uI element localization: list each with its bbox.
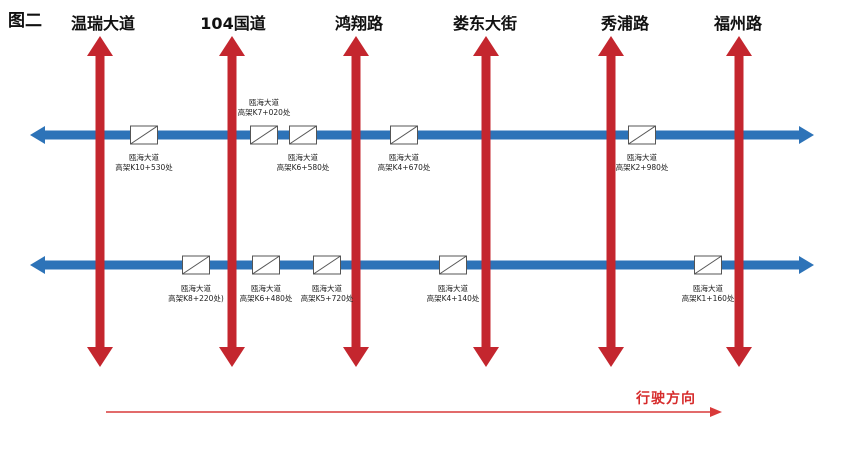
line1-point-label-2: 瓯海大道高架K7+020处 (238, 98, 291, 118)
road-arrow-104 (227, 52, 237, 352)
line1-point-label-5: 瓯海大道高架K2+980处 (616, 153, 669, 173)
line1-point-box-1-diagonal (130, 125, 158, 145)
point-label-line2: 高架K10+530处 (115, 163, 173, 172)
point-label-line1: 瓯海大道 (311, 284, 342, 293)
point-label-line2: 高架K6+580处 (276, 163, 330, 172)
line2-point-box-4-diagonal (439, 255, 467, 275)
viaduct-line-2-left-arrowhead-icon (30, 256, 45, 274)
road-arrow-fuzhou (734, 52, 744, 352)
direction-label: 行驶方向 (636, 391, 696, 407)
point-label-line1: 瓯海大道 (129, 153, 159, 162)
road-arrow-hongxiang-down-icon (343, 347, 369, 367)
point-label-line2: 高架K2+980处 (615, 163, 669, 172)
line2-point-box-1-diagonal (182, 255, 210, 275)
road-arrow-fuzhou-down-icon (726, 347, 752, 367)
line2-point-box-5-diagonal (694, 255, 722, 275)
point-label-line1: 瓯海大道 (692, 284, 723, 293)
point-label-line2: 高架K7+020处 (237, 108, 291, 117)
line2-point-box-3-diagonal (313, 255, 341, 275)
road-name-wenrui: 温瑞大道 (70, 14, 136, 33)
viaduct-line-2-right-arrowhead-icon (799, 256, 814, 274)
point-label-line1: 瓯海大道 (181, 284, 211, 293)
line2-point-label-2: 瓯海大道高架K6+480处 (240, 284, 293, 304)
point-label-line1: 瓯海大道 (248, 98, 279, 107)
viaduct-line-1 (42, 130, 802, 140)
point-label-line1: 瓯海大道 (626, 153, 657, 162)
viaduct-line-1-right-arrowhead-icon (799, 126, 814, 144)
point-label-line2: 高架K1+160处 (681, 294, 735, 303)
viaduct-line-2 (42, 260, 802, 270)
line2-point-label-1: 瓯海大道高架K8+220处) (168, 284, 224, 304)
road-name-xiupu: 秀浦路 (600, 14, 650, 33)
figure-label: 图二 (8, 11, 42, 31)
road-arrow-loudong (481, 52, 491, 352)
road-arrow-104-up-icon (219, 36, 245, 56)
road-arrow-xiupu-down-icon (598, 347, 624, 367)
road-name-hongxiang: 鸿翔路 (334, 14, 384, 33)
point-label-line1: 瓯海大道 (287, 153, 318, 162)
road-arrow-wenrui-down-icon (87, 347, 113, 367)
road-arrow-hongxiang-up-icon (343, 36, 369, 56)
point-label-line2: 高架K4+140处 (426, 294, 480, 303)
point-label-line1: 瓯海大道 (388, 153, 419, 162)
road-name-fuzhou: 福州路 (713, 14, 763, 33)
line1-point-box-5-diagonal (628, 125, 656, 145)
road-name-104: 104国道 (200, 14, 266, 33)
line1-point-box-2-diagonal (250, 125, 278, 145)
road-arrow-xiupu-up-icon (598, 36, 624, 56)
road-arrow-xiupu (606, 52, 616, 352)
road-arrow-wenrui-up-icon (87, 36, 113, 56)
point-label-line2: 高架K8+220处) (168, 294, 224, 303)
point-label-line2: 高架K6+480处 (239, 294, 293, 303)
road-arrow-wenrui (95, 52, 105, 352)
road-arrow-104-down-icon (219, 347, 245, 367)
line1-point-label-1: 瓯海大道高架K10+530处 (115, 153, 173, 173)
road-arrow-fuzhou-up-icon (726, 36, 752, 56)
line1-point-box-3-diagonal (289, 125, 317, 145)
point-label-line1: 瓯海大道 (437, 284, 468, 293)
point-label-line2: 高架K5+720处 (300, 294, 354, 303)
line1-point-box-4-diagonal (390, 125, 418, 145)
line1-point-label-4: 瓯海大道高架K4+670处 (378, 153, 431, 173)
road-arrow-loudong-down-icon (473, 347, 499, 367)
line2-point-label-4: 瓯海大道高架K4+140处 (427, 284, 480, 304)
line2-point-label-3: 瓯海大道高架K5+720处 (301, 284, 354, 304)
line2-point-label-5: 瓯海大道高架K1+160处 (682, 284, 735, 304)
road-name-loudong: 娄东大街 (452, 14, 518, 33)
direction-arrowhead-icon (710, 407, 722, 417)
line1-point-label-3: 瓯海大道高架K6+580处 (277, 153, 330, 173)
point-label-line2: 高架K4+670处 (377, 163, 431, 172)
viaduct-line-1-left-arrowhead-icon (30, 126, 45, 144)
road-arrow-loudong-up-icon (473, 36, 499, 56)
point-label-line1: 瓯海大道 (250, 284, 281, 293)
road-arrow-hongxiang (351, 52, 361, 352)
line2-point-box-2-diagonal (252, 255, 280, 275)
